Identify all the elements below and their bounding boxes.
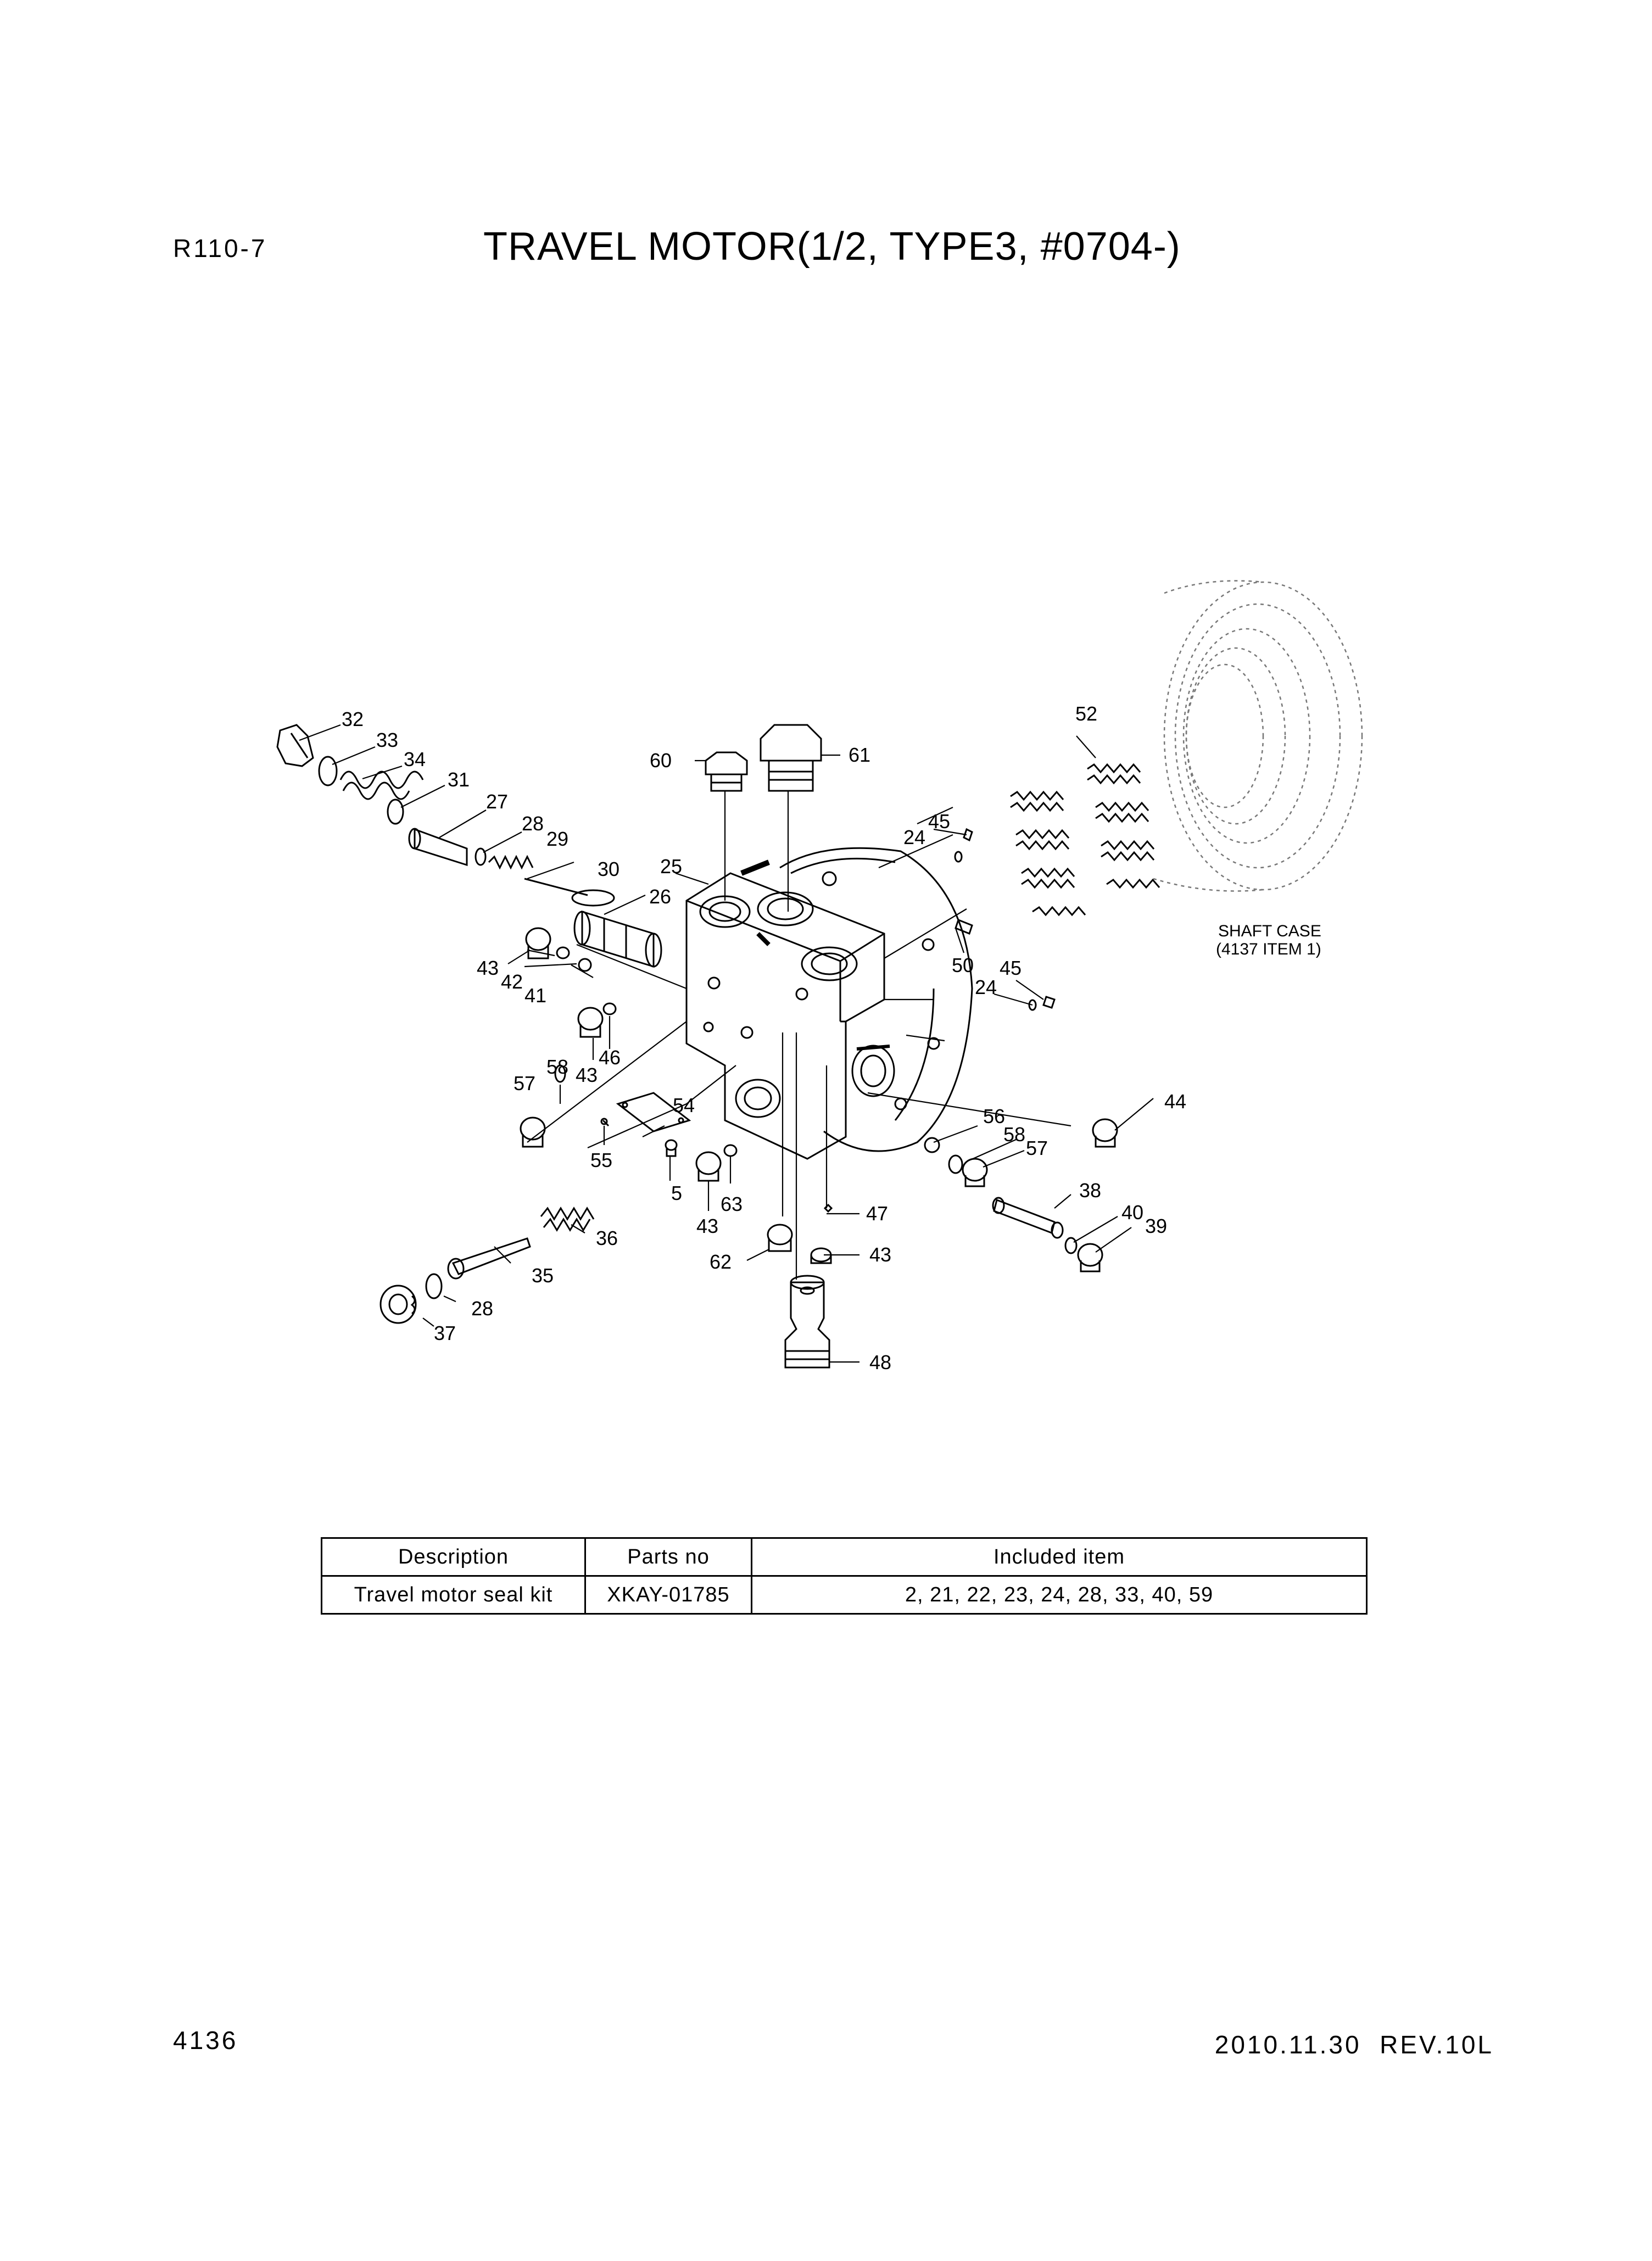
small-parts-left [520,927,617,1148]
header-parts-no: Parts no [584,1537,752,1577]
callout-42: 42 [501,970,523,993]
table-header-row: Description Parts no Included item [321,1537,1368,1577]
callout-60: 60 [650,749,672,772]
callout-40: 40 [1121,1201,1143,1224]
callout-58b: 58 [1003,1123,1025,1146]
plug-61 [760,724,822,792]
callout-57a: 57 [514,1072,535,1095]
callout-50: 50 [952,954,974,976]
right-side-parts [924,1118,1118,1272]
callout-24b: 24 [975,976,997,998]
callout-63: 63 [721,1193,743,1215]
callout-labels: 32 33 34 31 27 28 29 30 25 26 60 61 43 4… [342,702,1321,1374]
callout-52: 52 [1075,702,1097,725]
callout-37: 37 [434,1322,456,1344]
callout-54: 54 [673,1094,695,1116]
cell-description: Travel motor seal kit [321,1575,586,1615]
callout-46: 46 [599,1046,621,1069]
valve-block [685,859,885,1160]
parts-below [695,1144,833,1369]
callout-43d: 43 [869,1243,891,1266]
header-description: Description [321,1537,586,1577]
callout-56: 56 [983,1105,1005,1127]
callout-28b: 28 [471,1297,493,1320]
callout-36: 36 [596,1227,618,1249]
callout-32: 32 [342,708,364,730]
relief-valve-lower [379,1207,595,1324]
seal-kit-table: Description Parts no Included item Trave… [321,1537,1368,1615]
cover-plate [600,1092,691,1157]
callout-35: 35 [532,1264,554,1287]
callout-58a: 58 [546,1056,568,1078]
page-number: 4136 [173,2026,238,2055]
callout-33: 33 [376,729,398,751]
callout-25: 25 [660,855,682,878]
callout-34: 34 [404,748,426,771]
callout-45b: 45 [1000,957,1022,979]
callout-26: 26 [649,885,671,908]
relief-valve-upper [276,724,662,968]
leader-lines [299,724,1154,1363]
cell-included-item: 2, 21, 22, 23, 24, 28, 33, 40, 59 [751,1575,1368,1615]
callout-43c: 43 [696,1215,718,1237]
model-code: R110-7 [173,234,267,263]
plug-60 [705,751,748,792]
callout-48: 48 [869,1351,891,1374]
callout-24a: 24 [903,826,925,848]
callout-30: 30 [598,858,620,880]
side-cap [851,1045,895,1097]
header-included-item: Included item [751,1537,1368,1577]
table-row: Travel motor seal kit XKAY-01785 2, 21, … [321,1575,1368,1615]
callout-28a: 28 [522,812,544,835]
callout-61: 61 [849,744,870,766]
shaft-case-outline [1153,580,1363,892]
callout-31: 31 [448,768,470,791]
callout-5: 5 [671,1182,682,1204]
callout-47: 47 [866,1202,888,1225]
callout-43b: 43 [576,1064,598,1086]
page-title: TRAVEL MOTOR(1/2, TYPE3, #0704-) [483,225,1181,269]
callout-38: 38 [1079,1179,1101,1202]
callout-44: 44 [1164,1090,1186,1113]
springs-group [954,763,1160,1011]
callout-41: 41 [524,984,546,1007]
shaft-case-ref: (4137 ITEM 1) [1216,940,1321,958]
callout-43a: 43 [477,957,499,979]
callout-27: 27 [486,790,508,813]
callout-39: 39 [1145,1215,1167,1237]
callout-29: 29 [546,828,568,850]
callout-45a: 45 [928,810,950,833]
callout-62: 62 [710,1250,732,1273]
shaft-case-label: SHAFT CASE [1218,922,1321,940]
cell-parts-no: XKAY-01785 [584,1575,752,1615]
callout-57b: 57 [1026,1137,1048,1159]
revision-date: 2010.11.30 REV.10L [1214,2030,1494,2059]
callout-55: 55 [590,1149,612,1171]
